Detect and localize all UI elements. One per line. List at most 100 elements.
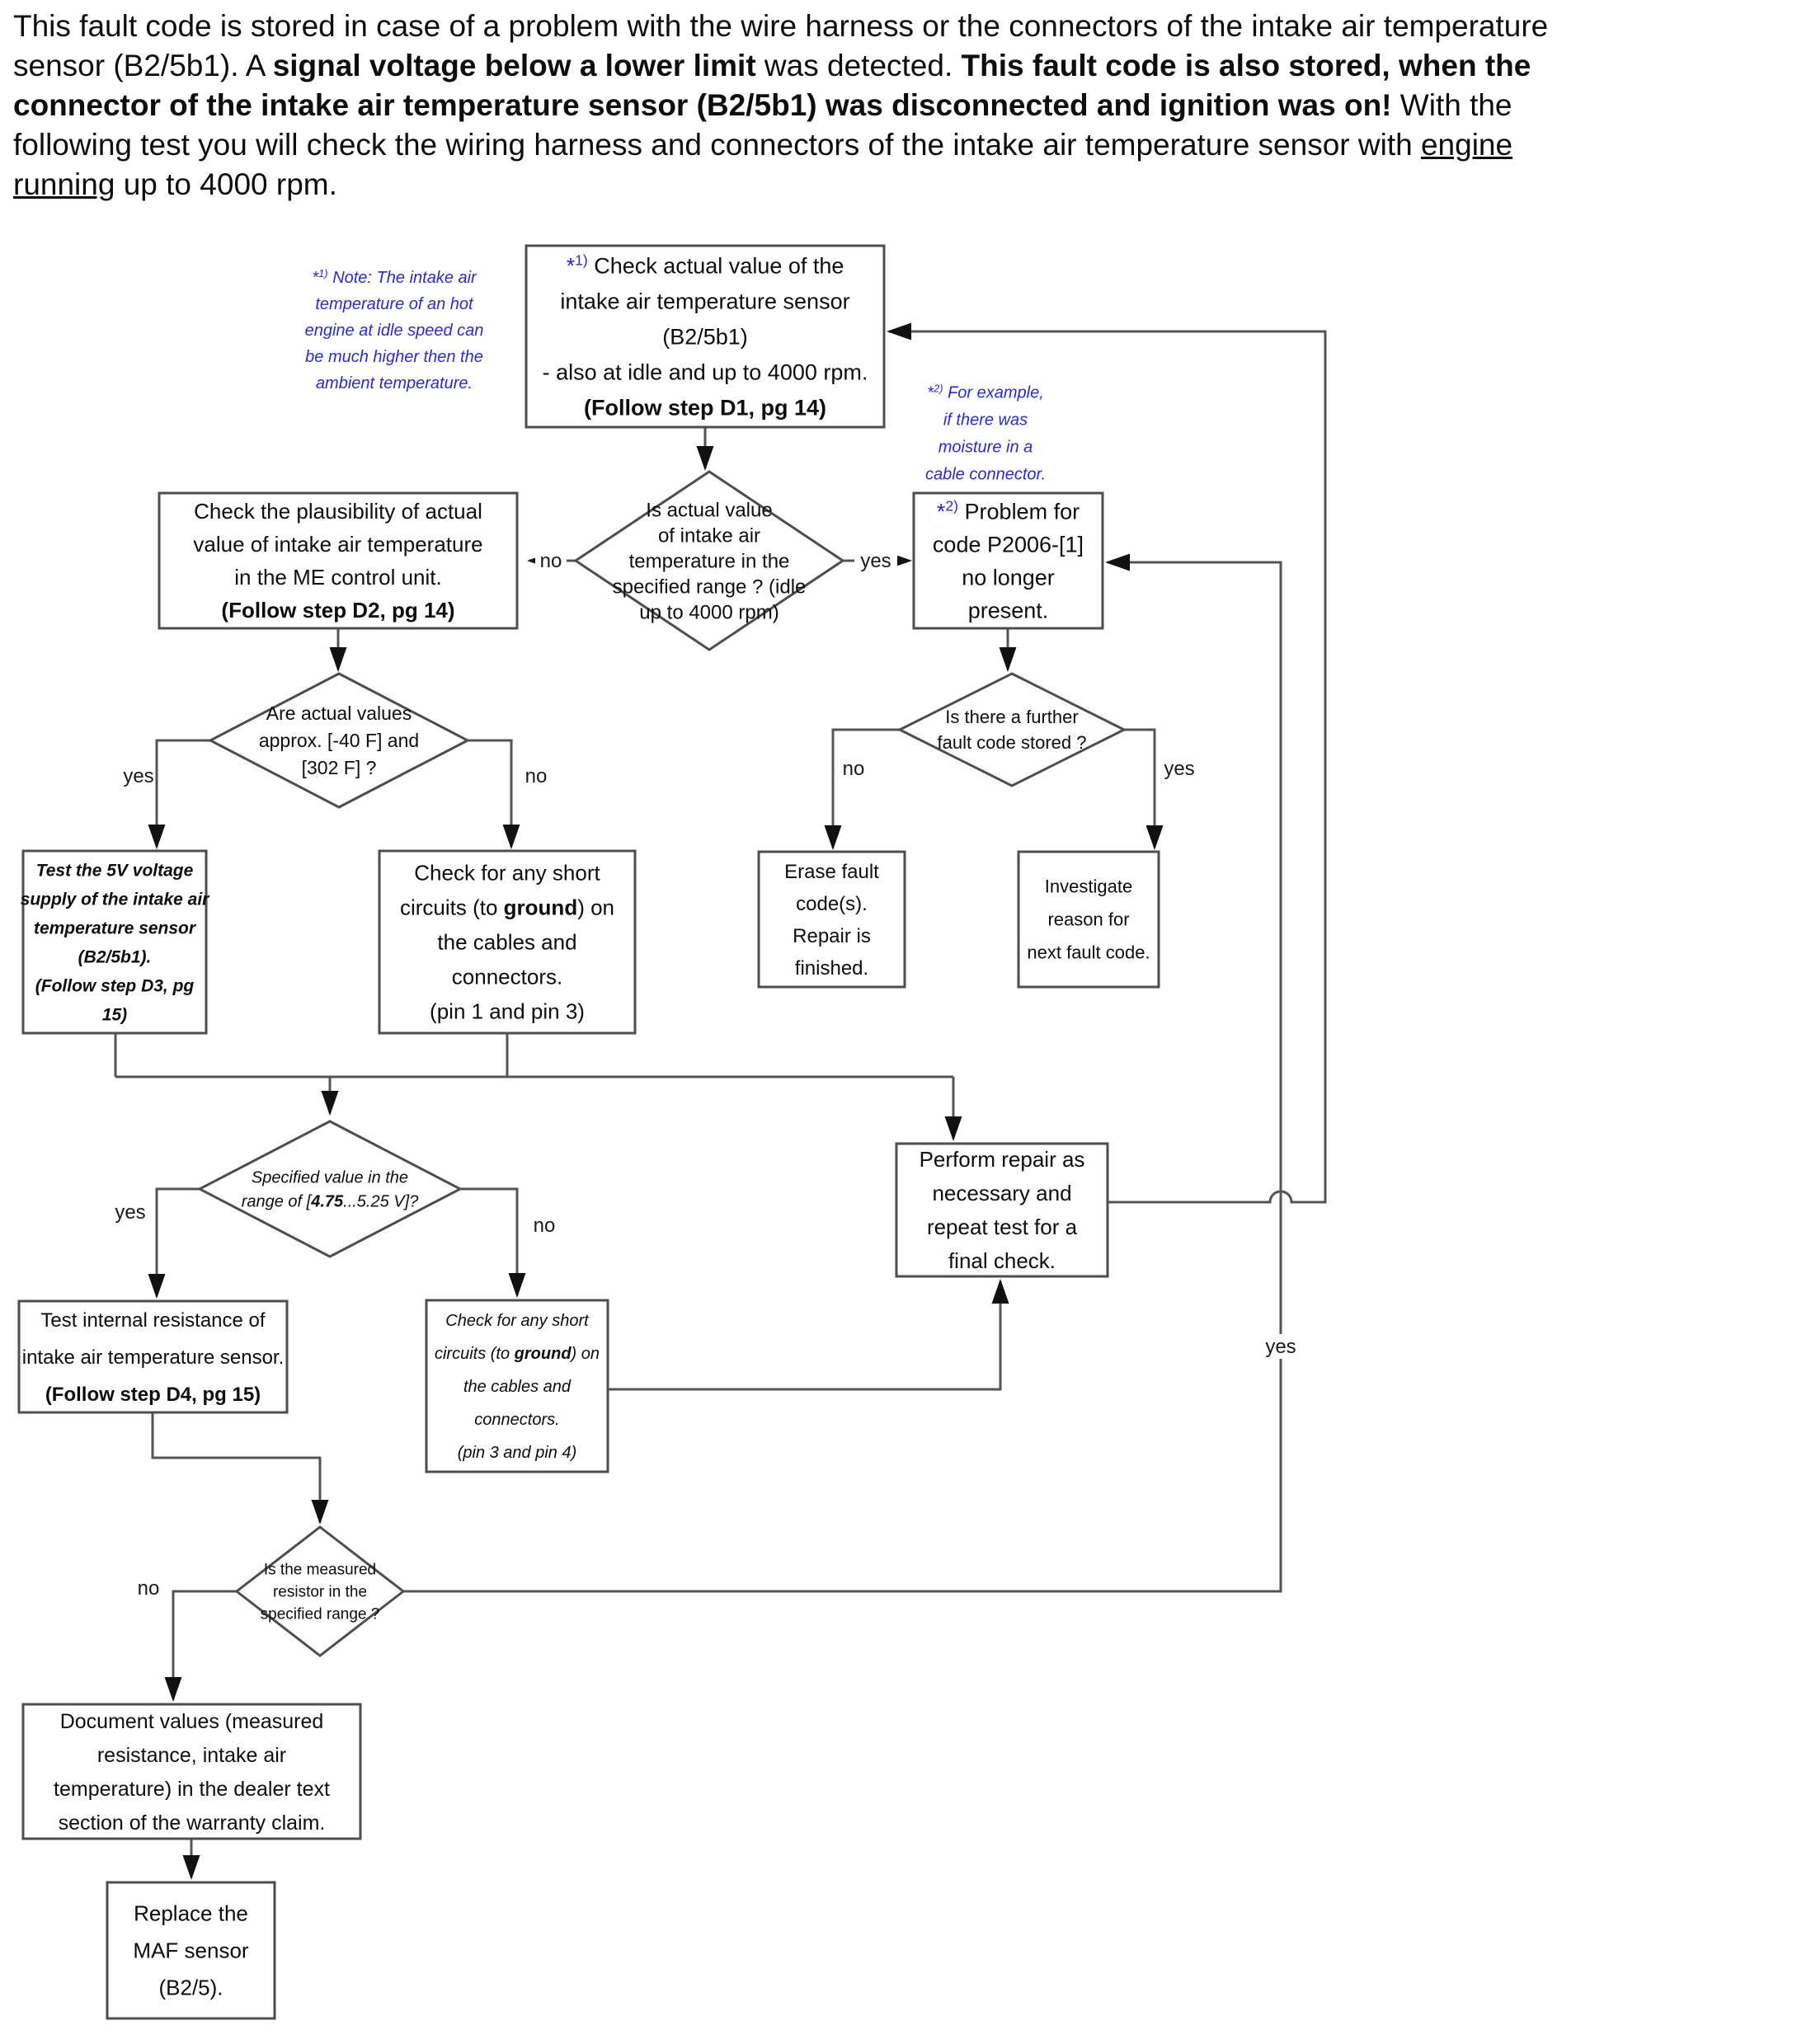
check-short-pin1-3-text-line: Check for any short bbox=[414, 861, 600, 886]
perform-repair-text-line: necessary and bbox=[932, 1181, 1071, 1205]
replace-maf-text-line: MAF sensor bbox=[133, 1938, 248, 1963]
branch-label-yes-9: yes bbox=[1259, 1334, 1302, 1359]
document-values-text-line: Document values (measured bbox=[60, 1710, 324, 1733]
edge-d3-yes bbox=[1124, 728, 1164, 850]
note-2-text-line: if there was bbox=[943, 411, 1028, 430]
node-check-short-pin3-4: Check for any short circuits (to ground) … bbox=[425, 1299, 609, 1473]
problem-no-longer-present-text-line: *2) Problem for bbox=[937, 497, 1080, 524]
replace-maf-text-line: (B2/5). bbox=[158, 1976, 223, 2000]
branch-label-no-7: no bbox=[534, 1215, 556, 1237]
branch-label-text: no bbox=[843, 758, 865, 780]
are-actual-values-approx-shape bbox=[207, 672, 471, 809]
test-5v-supply-text-line: supply of the intake air bbox=[21, 890, 211, 909]
check-plausibility-text-line: (Follow step D2, pg 14) bbox=[221, 598, 454, 623]
test-internal-resistance-shape bbox=[17, 1299, 289, 1414]
check-actual-value-text-line: (Follow step D1, pg 14) bbox=[584, 395, 826, 420]
is-further-fault-code-text-line: Is there a further bbox=[945, 707, 1078, 727]
test-5v-supply-text-line: (B2/5b1). bbox=[78, 947, 152, 966]
are-actual-values-approx-text-line: Are actual values bbox=[266, 702, 412, 724]
branch-label-yes-6: yes bbox=[115, 1201, 145, 1224]
check-short-pin3-4-text-line: Check for any short bbox=[445, 1312, 590, 1330]
document-values-text-line: temperature) in the dealer text bbox=[54, 1778, 330, 1801]
check-short-pin1-3-text-line: connectors. bbox=[452, 965, 562, 989]
edge-perform-loop bbox=[887, 322, 1327, 1204]
check-short-pin3-4-text-line: connectors. bbox=[474, 1411, 559, 1429]
edge-pin34-to-perform bbox=[608, 1279, 1009, 1391]
check-plausibility-text-line: Check the plausibility of actual bbox=[194, 499, 482, 524]
check-short-pin1-3-shape bbox=[378, 849, 637, 1035]
replace-maf-shape bbox=[106, 1881, 276, 2020]
branch-label-text: yes bbox=[1164, 758, 1194, 780]
is-further-fault-code-shape bbox=[896, 672, 1127, 787]
perform-repair-text-line: Perform repair as bbox=[920, 1147, 1085, 1172]
check-actual-value-text-line: *1) Check actual value of the bbox=[567, 251, 844, 278]
node-is-measured-resistor-in-range: Is the measured resistor in the specified … bbox=[234, 1525, 406, 1657]
branch-label-text: no bbox=[138, 1577, 160, 1600]
document-values-shape bbox=[21, 1703, 362, 1840]
node-document-values: Document values (measured resistance, int… bbox=[21, 1703, 362, 1840]
branch-label-text: yes bbox=[115, 1201, 145, 1224]
problem-no-longer-present-text-line: present. bbox=[968, 598, 1049, 623]
is-measured-resistor-in-range-text-line: specified range ? bbox=[261, 1606, 380, 1623]
specified-value-range-text-line: range of [4.75...5.25 V]? bbox=[242, 1193, 420, 1211]
is-further-fault-code-text-line: fault code stored ? bbox=[937, 732, 1086, 753]
are-actual-values-approx-text-line: approx. [-40 F] and bbox=[259, 730, 419, 751]
document-values-text-line: resistance, intake air bbox=[97, 1744, 286, 1767]
check-short-pin3-4-text-line: circuits (to ground) on bbox=[435, 1345, 600, 1363]
branch-label-text: no bbox=[540, 550, 562, 572]
specified-value-range-text-line: Specified value in the bbox=[252, 1169, 408, 1187]
investigate-reason-shape bbox=[1017, 850, 1160, 989]
is-actual-value-in-range-text-line: Is actual value bbox=[646, 499, 772, 521]
branch-label-yes-1: yes bbox=[854, 548, 897, 573]
edge-d2-yes bbox=[148, 739, 210, 849]
branch-label-no-0: no bbox=[535, 548, 567, 573]
edge-testint-to-d4 bbox=[151, 1412, 329, 1525]
branch-label-text: yes bbox=[123, 765, 153, 787]
problem-no-longer-present-shape bbox=[912, 491, 1104, 630]
branch-label-yes-5: yes bbox=[1164, 758, 1194, 780]
check-short-pin1-3-text-line: the cables and bbox=[437, 930, 576, 955]
intro-line: running up to 4000 rpm. bbox=[13, 167, 337, 201]
investigate-reason-text-line: Investigate bbox=[1045, 876, 1132, 897]
intro-line: This fault code is stored in case of a p… bbox=[13, 9, 1549, 43]
is-measured-resistor-in-range-text-line: Is the measured bbox=[264, 1562, 376, 1579]
test-5v-supply-shape bbox=[21, 849, 208, 1035]
check-plausibility-text-line: in the ME control unit. bbox=[234, 565, 441, 590]
branch-label-text: no bbox=[525, 765, 548, 787]
erase-fault-codes-text-line: finished. bbox=[795, 957, 868, 980]
check-actual-value-shape bbox=[525, 244, 886, 429]
is-actual-value-in-range-text-line: specified range ? (idle bbox=[613, 576, 807, 598]
erase-fault-codes-text-line: code(s). bbox=[796, 893, 868, 915]
is-measured-resistor-in-range-shape bbox=[234, 1525, 406, 1657]
intro-line: connector of the intake air temperature … bbox=[13, 88, 1512, 122]
perform-repair-shape bbox=[895, 1142, 1109, 1278]
is-actual-value-in-range-text-line: temperature in the bbox=[629, 550, 790, 572]
is-measured-resistor-in-range-text-line: resistor in the bbox=[273, 1584, 367, 1601]
note-2-text-line: *2) For example, bbox=[927, 382, 1044, 402]
branch-label-text: no bbox=[534, 1215, 556, 1237]
test-internal-resistance-text-line: Test internal resistance of bbox=[40, 1309, 265, 1332]
branch-label-text: yes bbox=[860, 550, 891, 572]
node-specified-value-range: Specified value in the range of [4.75...5… bbox=[196, 1120, 463, 1258]
replace-maf-text-line: Replace the bbox=[134, 1901, 248, 1926]
edge-d4-yes bbox=[402, 553, 1282, 1593]
check-actual-value-text-line: - also at idle and up to 4000 rpm. bbox=[543, 359, 868, 384]
check-short-pin3-4-text-line: the cables and bbox=[463, 1378, 572, 1396]
document-values-text-line: section of the warranty claim. bbox=[59, 1811, 326, 1835]
test-5v-supply-text-line: temperature sensor bbox=[34, 919, 197, 937]
test-internal-resistance-text-line: intake air temperature sensor. bbox=[22, 1346, 285, 1369]
branch-label-text: yes bbox=[1265, 1336, 1296, 1358]
edge-d4-no bbox=[164, 1590, 237, 1702]
intro-line: sensor (B2/5b1). A signal voltage below … bbox=[13, 49, 1531, 82]
branch-label-no-4: no bbox=[843, 758, 865, 780]
erase-fault-codes-text-line: Erase fault bbox=[784, 861, 879, 883]
test-internal-resistance-text-line: (Follow step D4, pg 15) bbox=[45, 1384, 261, 1406]
note-1-text-line: *1) Note: The intake air bbox=[312, 267, 477, 288]
